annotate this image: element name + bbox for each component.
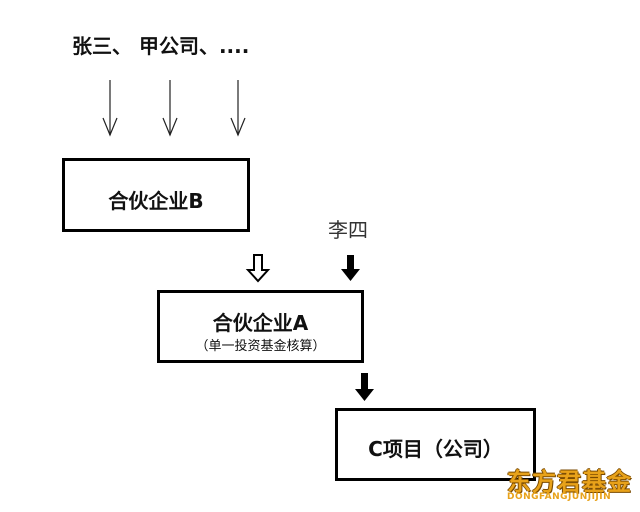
watermark-title: 东方君基金 bbox=[507, 468, 632, 496]
solid-arrow-to-c bbox=[355, 373, 374, 401]
project-c-box: C项目（公司） bbox=[335, 408, 536, 481]
thin-arrow-1 bbox=[102, 80, 118, 137]
partnership-b-label: 合伙企业B bbox=[108, 189, 204, 213]
partnership-b-box: 合伙企业B bbox=[62, 158, 250, 232]
hollow-thick-arrow bbox=[245, 254, 271, 283]
project-c-label: C项目（公司） bbox=[368, 437, 503, 461]
solid-arrow-li bbox=[341, 255, 360, 281]
partnership-a-label: 合伙企业A bbox=[212, 311, 309, 335]
investors-label: 张三、 甲公司、.... bbox=[72, 34, 250, 58]
watermark-subtitle: DONGFANGJUNJIJIN bbox=[507, 492, 612, 502]
partnership-a-box: 合伙企业A （单一投资基金核算） bbox=[157, 290, 364, 363]
thin-arrow-3 bbox=[230, 80, 246, 137]
watermark-logo: 东方君基金 DONGFANGJUNJIJIN bbox=[503, 462, 636, 506]
partnership-a-note: （单一投资基金核算） bbox=[195, 339, 326, 354]
thin-arrow-2 bbox=[162, 80, 178, 137]
person-li-label: 李四 bbox=[328, 218, 368, 242]
